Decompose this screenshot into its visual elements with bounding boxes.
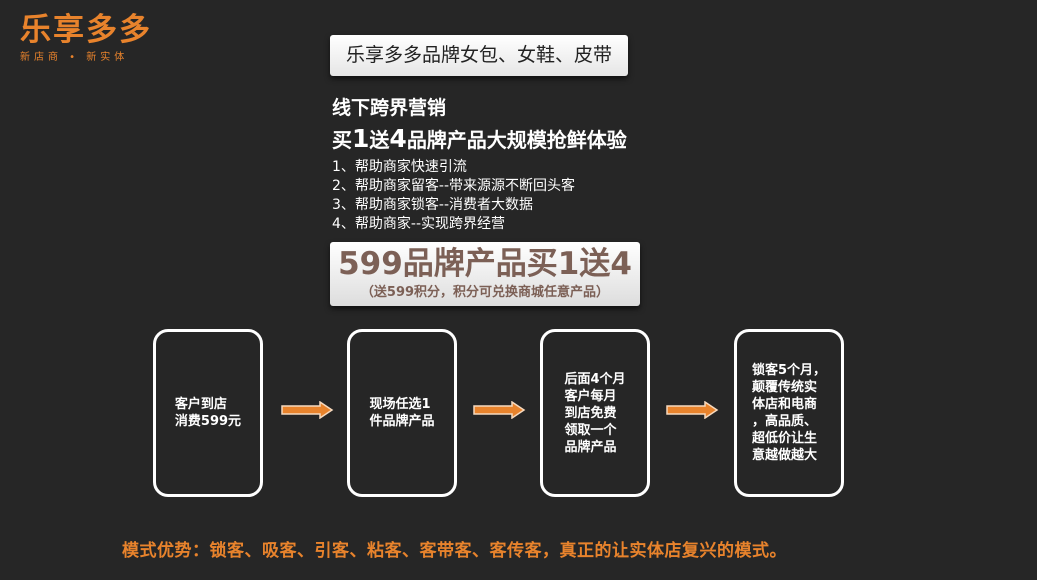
promo-main-text: 599品牌产品买1送4 <box>338 246 632 282</box>
title-banner: 乐享多多品牌女包、女鞋、皮带 <box>330 35 628 76</box>
arrow-right-icon <box>281 401 334 419</box>
headline2-mid: 送 <box>369 128 390 152</box>
flow-step-4-text: 锁客5个月， 颠覆传统实 体店和电商 ，高品质、 超低价让生 意越做越大 <box>751 363 827 463</box>
promo-sub-text: （送599积分，积分可兑换商城任意产品） <box>360 285 610 300</box>
footer-advantages: 模式优势：锁客、吸客、引客、粘客、客带客、客传客，真正的让实体店复兴的模式。 <box>122 541 787 561</box>
flow-step-1-text: 客户到店 消费599元 <box>174 397 242 429</box>
benefit-item: 2、帮助商家留客--带来源源不断回头客 <box>332 178 576 194</box>
benefits-list: 1、帮助商家快速引流 2、帮助商家留客--带来源源不断回头客 3、帮助商家锁客-… <box>332 158 575 234</box>
flow-step-3-text: 后面4个月 客户每月 到店免费 领取一个 品牌产品 <box>564 371 626 455</box>
flow-step-4: 锁客5个月， 颠覆传统实 体店和电商 ，高品质、 超低价让生 意越做越大 <box>734 329 844 497</box>
logo: 乐享多多 新店商 • 新实体 <box>20 12 152 63</box>
arrow-right-icon <box>666 401 719 419</box>
headline2-number-1: 1 <box>352 124 370 153</box>
logo-subtitle: 新店商 • 新实体 <box>20 52 129 63</box>
benefit-item: 3、帮助商家锁客--消费者大数据 <box>332 197 534 213</box>
flow-step-3: 后面4个月 客户每月 到店免费 领取一个 品牌产品 <box>540 329 650 497</box>
flow-step-1: 客户到店 消费599元 <box>153 329 263 497</box>
headline2-number-4: 4 <box>389 124 407 153</box>
logo-title: 乐享多多 <box>20 12 152 48</box>
headline-offline-marketing: 线下跨界营销 <box>332 97 447 119</box>
flow-step-2-text: 现场任选1 件品牌产品 <box>369 397 435 429</box>
headline-buy-one-get-four: 买1送4品牌产品大规模抢鲜体验 <box>332 124 627 153</box>
headline2-suffix: 品牌产品大规模抢鲜体验 <box>406 128 627 152</box>
benefit-item: 4、帮助商家--实现跨界经营 <box>332 216 506 232</box>
benefit-item: 1、帮助商家快速引流 <box>332 159 467 175</box>
promo-banner: 599品牌产品买1送4 （送599积分，积分可兑换商城任意产品） <box>330 242 640 306</box>
arrow-right-icon <box>473 401 526 419</box>
flow-step-2: 现场任选1 件品牌产品 <box>347 329 457 497</box>
headline2-prefix: 买 <box>332 128 352 152</box>
